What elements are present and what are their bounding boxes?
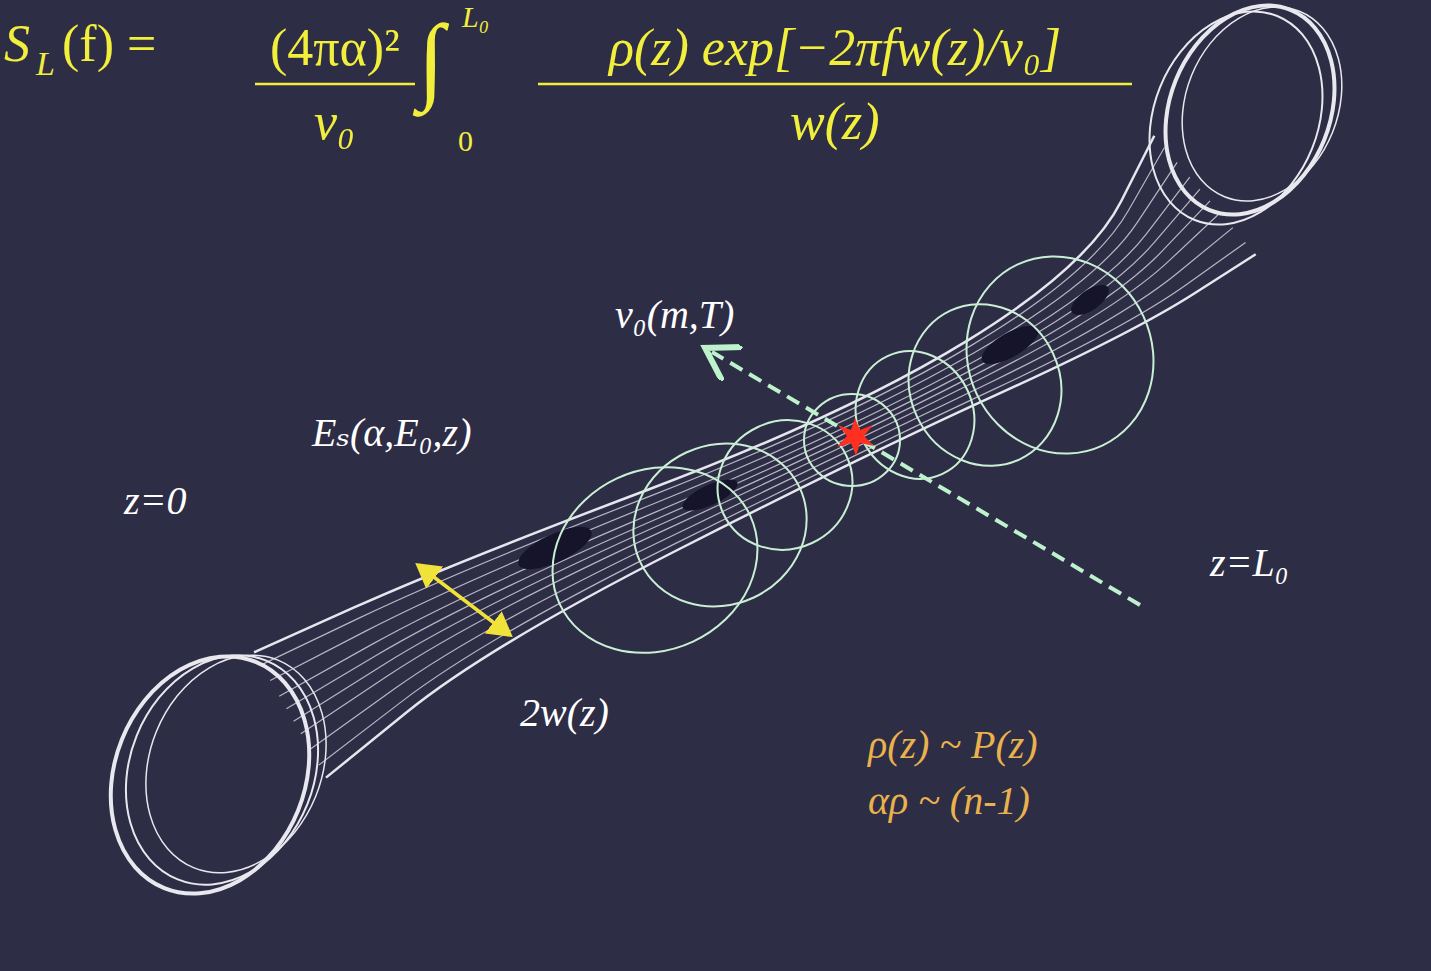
fiber-ring: [1119, 0, 1370, 251]
velocity-arrow: [712, 352, 1140, 605]
fiber-strand: [286, 189, 1200, 709]
fraction-bar: [255, 83, 415, 86]
diameter-arrow: [418, 565, 510, 635]
fiber-strand: [310, 228, 1233, 750]
scatter-star: [837, 418, 874, 456]
field-circle: [522, 225, 1186, 685]
relation-note: αρ ~ (n-1): [868, 778, 1030, 824]
fiber-strand: [279, 177, 1190, 696]
formula-subscript: L: [36, 44, 55, 83]
diameter-label: 2w(z): [520, 690, 609, 736]
integral-sign: ∫: [418, 4, 444, 114]
core-patch: [513, 279, 1114, 577]
fiber-ring: [76, 626, 357, 924]
fraction-bar: [538, 83, 1132, 86]
field-label: Eₛ(α,E₀,z): [312, 410, 471, 456]
fiber-strand: [261, 148, 1164, 665]
velocity-label: v₀(m,T): [612, 292, 737, 338]
formula-text: (f) =: [62, 14, 156, 74]
position-label: z=0: [124, 478, 187, 524]
formula-numerator: ρ(z) exp[−2πfw(z)/v₀]: [609, 18, 1061, 78]
fiber-strand: [326, 254, 1256, 777]
fiber-strand: [294, 201, 1210, 721]
relation-note: ρ(z) ~ P(z): [868, 722, 1038, 768]
integral-limit: L₀: [462, 0, 489, 35]
fiber-strand: [319, 242, 1246, 765]
formula-symbol: S: [4, 14, 30, 74]
formula-denominator: v₀: [314, 92, 355, 152]
formula-numerator: (4πα)²: [270, 18, 400, 78]
fiber-strand: [301, 213, 1220, 734]
formula-denominator: w(z): [790, 92, 880, 152]
fiber-strand: [254, 136, 1154, 653]
fiber-strands: [254, 136, 1256, 778]
position-label: z=L₀: [1210, 540, 1289, 586]
fiber-strand: [270, 162, 1177, 680]
integral-limit: 0: [458, 124, 473, 159]
